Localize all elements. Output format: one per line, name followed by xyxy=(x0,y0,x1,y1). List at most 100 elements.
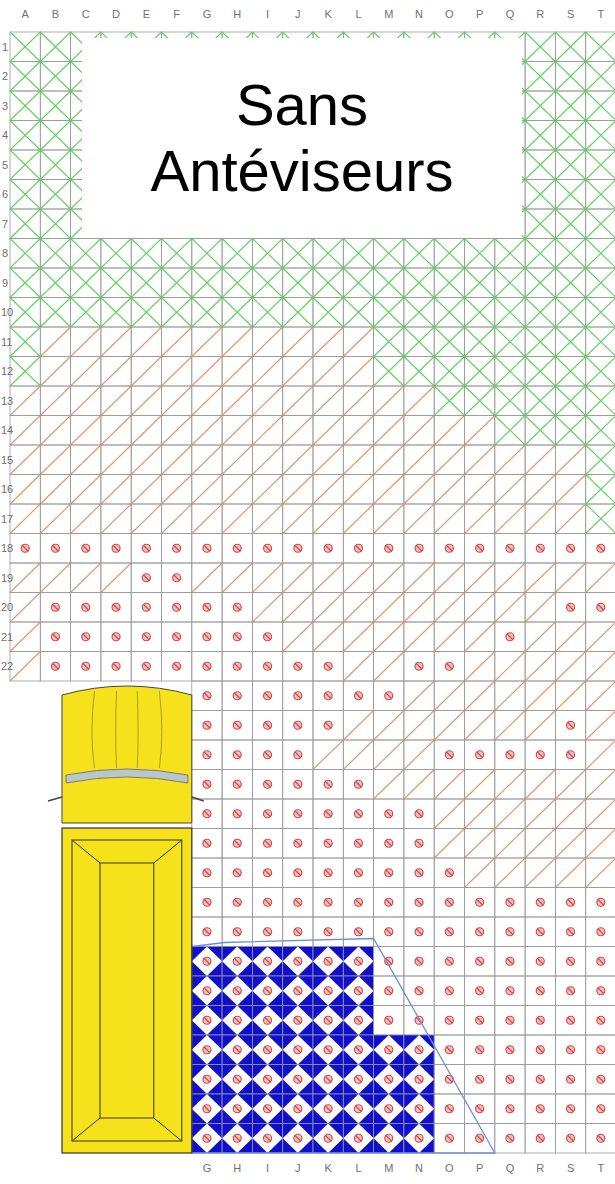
grid-cell xyxy=(222,652,252,682)
grid-cell xyxy=(586,888,615,918)
grid-cell xyxy=(555,150,585,180)
grid-cell xyxy=(222,858,252,888)
grid-cell xyxy=(404,652,434,682)
grid-cell xyxy=(525,1124,555,1154)
grid-cell xyxy=(374,947,404,977)
row-number: 3 xyxy=(2,100,8,112)
grid-cell xyxy=(465,475,495,505)
grid-cell xyxy=(465,888,495,918)
grid-cell xyxy=(252,1065,282,1095)
grid-cell xyxy=(343,298,373,328)
grid-cell xyxy=(374,799,404,829)
column-letter: C xyxy=(82,8,90,20)
grid-cell xyxy=(313,652,343,682)
grid-cell xyxy=(40,504,70,534)
grid-cell xyxy=(586,799,615,829)
grid-cell xyxy=(222,1006,252,1036)
column-letter: H xyxy=(233,1162,241,1174)
grid-cell xyxy=(586,534,615,564)
grid-cell xyxy=(222,563,252,593)
grid-cell xyxy=(495,917,525,947)
grid-cell xyxy=(192,770,222,800)
grid-cell xyxy=(586,947,615,977)
grid-cell xyxy=(192,799,222,829)
grid-cell xyxy=(434,1124,464,1154)
grid-cell xyxy=(40,445,70,475)
grid-cell xyxy=(192,534,222,564)
grid-cell xyxy=(495,1035,525,1065)
grid-cell xyxy=(40,563,70,593)
grid-cell xyxy=(586,652,615,682)
grid-cell xyxy=(555,888,585,918)
grid-cell xyxy=(343,534,373,564)
column-letter: I xyxy=(266,1162,269,1174)
grid-cell xyxy=(555,1065,585,1095)
grid-cell xyxy=(192,652,222,682)
grid-cell xyxy=(283,1124,313,1154)
grid-cell xyxy=(40,327,70,357)
grid-cell xyxy=(586,239,615,269)
grid-cell xyxy=(374,1035,404,1065)
grid-cell xyxy=(343,327,373,357)
grid-cell xyxy=(192,622,222,652)
grid-cell xyxy=(252,563,282,593)
grid-cell xyxy=(495,622,525,652)
column-letter: O xyxy=(445,8,454,20)
grid-cell xyxy=(555,327,585,357)
grid-cell xyxy=(343,563,373,593)
column-letter: G xyxy=(203,1162,212,1174)
grid-cell xyxy=(465,445,495,475)
grid-cell xyxy=(465,357,495,387)
grid-cell xyxy=(525,357,555,387)
grid-cell xyxy=(40,475,70,505)
grid-cell xyxy=(40,622,70,652)
grid-cell xyxy=(343,858,373,888)
grid-cell xyxy=(525,445,555,475)
row-number: 12 xyxy=(1,365,13,377)
grid-cell xyxy=(10,475,40,505)
grid-cell xyxy=(374,976,404,1006)
grid-cell xyxy=(162,268,192,298)
grid-cell xyxy=(283,268,313,298)
grid-cell xyxy=(434,445,464,475)
grid-cell xyxy=(586,357,615,387)
grid-cell xyxy=(495,504,525,534)
row-number: 20 xyxy=(1,601,13,613)
column-letter: K xyxy=(324,1162,331,1174)
grid-cell xyxy=(192,888,222,918)
grid-cell xyxy=(162,298,192,328)
grid-cell xyxy=(313,799,343,829)
grid-cell xyxy=(465,829,495,859)
grid-cell xyxy=(131,652,161,682)
row-number: 9 xyxy=(2,277,8,289)
grid-cell xyxy=(555,593,585,623)
grid-cell xyxy=(586,858,615,888)
grid-cell xyxy=(313,563,343,593)
grid-cell xyxy=(313,475,343,505)
grid-cell xyxy=(222,622,252,652)
grid-cell xyxy=(313,740,343,770)
grid-cell xyxy=(343,239,373,269)
grid-cell xyxy=(525,622,555,652)
grid-cell xyxy=(495,711,525,741)
grid-cell xyxy=(162,327,192,357)
grid-cell xyxy=(252,770,282,800)
grid-cell xyxy=(465,534,495,564)
grid-cell xyxy=(586,150,615,180)
grid-cell xyxy=(525,1065,555,1095)
grid-cell xyxy=(192,268,222,298)
grid-cell xyxy=(283,711,313,741)
grid-cell xyxy=(465,947,495,977)
grid-cell xyxy=(313,239,343,269)
grid-cell xyxy=(495,593,525,623)
column-letter: T xyxy=(597,8,604,20)
grid-cell xyxy=(434,1035,464,1065)
grid-cell xyxy=(222,416,252,446)
row-number: 2 xyxy=(2,70,8,82)
grid-cell xyxy=(162,475,192,505)
grid-cell xyxy=(434,947,464,977)
grid-cell xyxy=(283,917,313,947)
grid-cell xyxy=(313,947,343,977)
grid-cell xyxy=(131,504,161,534)
grid-cell xyxy=(313,1006,343,1036)
